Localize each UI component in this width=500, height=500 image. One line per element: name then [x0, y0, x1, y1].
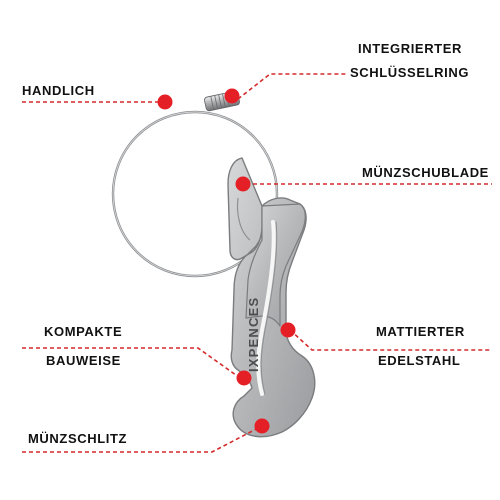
label-handlich: HANDLICH [22, 83, 95, 98]
leader-kompakte [22, 347, 241, 379]
markers [157, 88, 296, 434]
label-mattierter-line1: MATTIERTER [376, 324, 465, 339]
leader-integrierter [237, 73, 346, 100]
hook-cutout [236, 197, 251, 241]
label-muenzschlitz: MÜNZSCHLITZ [28, 431, 128, 446]
leader-muenzschlitz [22, 425, 263, 453]
tool-engraving: IXPENCES [246, 297, 261, 372]
key-ring [111, 90, 279, 278]
label-kompakte-line1: KOMPAKTE [44, 324, 123, 339]
marker-integrierter [224, 88, 240, 104]
label-kompakte-line2: BAUWEISE [46, 353, 121, 368]
label-integrierter-line1: INTEGRIERTER [358, 41, 462, 56]
leader-mattierter [289, 329, 492, 351]
marker-muenzschlitz [254, 418, 270, 434]
coin-slot-shadow [260, 221, 278, 395]
leader-lines [22, 73, 492, 453]
label-mattierter-line2: EDELSTAHL [378, 353, 461, 368]
label-muenzschublade: MÜNZSCHUBLADE [362, 165, 489, 180]
marker-handlich [157, 94, 173, 110]
marker-kompakte [236, 370, 252, 386]
coin-slot [256, 220, 276, 396]
coin-holder-tool: IXPENCES [227, 157, 316, 438]
label-integrierter-line2: SCHLÜSSELRING [350, 65, 470, 80]
marker-mattierter [280, 322, 296, 338]
marker-muenzschublade [235, 176, 251, 192]
